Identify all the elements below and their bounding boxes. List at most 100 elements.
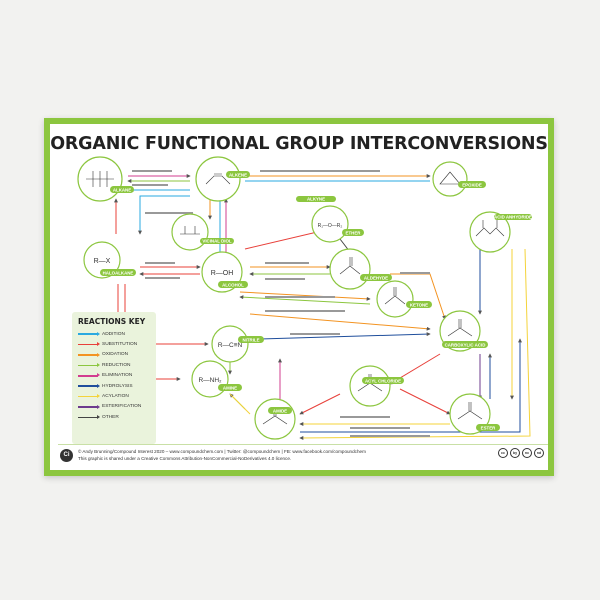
- node-labels: ALKANE ALKENE EPOXIDE VICINAL DIOL HALOA…: [100, 171, 532, 431]
- interconversion-diagram: R—X R—OH R—C≡N R—NH₂ R₁—O—R₂ ALKANE ALKE…: [77, 156, 532, 440]
- epoxide-label: EPOXIDE: [462, 182, 482, 187]
- aldehyde-pill: [360, 274, 392, 281]
- arrow-alcohol-ketone: [239, 291, 371, 301]
- license-line: This graphic is shared under a Creative …: [78, 456, 292, 461]
- ether-label: ETHER: [346, 230, 362, 235]
- reactions-key-label: ELIMINATION: [102, 373, 133, 379]
- vicinal-diol-node: [171, 213, 209, 251]
- reagent-line: [400, 272, 430, 274]
- arrow-acylchloride-ester: [399, 388, 451, 415]
- acid-skeleton: [447, 319, 473, 337]
- reactions-key-label: HYDROLYSIS: [102, 383, 133, 389]
- reagent-line: [265, 262, 309, 264]
- ether-node: [311, 205, 349, 243]
- reagent-line: [132, 184, 168, 186]
- reagent-line: [145, 277, 180, 279]
- cc-cc-icon: cc: [498, 448, 508, 458]
- reagent-line: [132, 170, 172, 172]
- nitrile-pill: [238, 336, 264, 343]
- arrow-swatch-icon: [78, 415, 100, 419]
- haloalkane-structure: R—X: [94, 258, 111, 265]
- reactions-key: REACTIONS KEY ADDITION SUBSTITUTION OXIDAT…: [72, 312, 156, 444]
- acid-anhydride-pill: [494, 214, 532, 220]
- reactions-key-title: REACTIONS KEY: [78, 317, 146, 326]
- ketone-pill: [406, 301, 432, 308]
- arrow-swatch-icon: [78, 384, 100, 388]
- reactions-key-label: REDUCTION: [102, 362, 131, 368]
- arrow-alcohol-acid: [249, 313, 431, 331]
- aldehyde-skeleton: [339, 257, 361, 275]
- acyl-chloride-label: ACYL CHLORIDE: [365, 378, 401, 383]
- poster: ORGANIC FUNCTIONAL GROUP INTERCONVERSION…: [44, 118, 554, 476]
- reagent-line: [260, 170, 380, 172]
- reactions-key-label: ESTERIFICATION: [102, 404, 142, 410]
- reactions-key-item: SUBSTITUTION: [72, 339, 156, 349]
- arrow-nitrile-acid: [259, 332, 431, 340]
- acid-anhydride-label: ACID ANHYDRIDE: [494, 215, 532, 220]
- vicinal-diol-label: VICINAL DIOL: [202, 239, 232, 244]
- reagent-line: [340, 416, 390, 418]
- poster-title: ORGANIC FUNCTIONAL GROUP INTERCONVERSION…: [50, 134, 548, 154]
- arrow-swatch-icon: [78, 342, 100, 346]
- epoxide-pill: [458, 181, 486, 188]
- reagent-line: [265, 278, 305, 280]
- reactions-key-item: OTHER: [72, 412, 156, 422]
- alkene-skeleton: [205, 173, 231, 185]
- vicinal-diol-pill: [200, 238, 234, 244]
- ketone-label: KETONE: [410, 302, 428, 307]
- arrow-swatch-icon: [78, 373, 100, 377]
- epoxide-skeleton: [439, 171, 461, 185]
- reactions-key-label: ACYLATION: [102, 394, 129, 400]
- reagent-line: [350, 427, 410, 429]
- alkane-skeleton: [86, 171, 114, 187]
- arrow-swatch-icon: [78, 394, 100, 398]
- anhydride-skeleton: [475, 220, 505, 237]
- alkyne-pill: [296, 196, 336, 202]
- acyl-chloride-pill: [362, 377, 404, 384]
- arrow-swatch-icon: [78, 404, 100, 409]
- compound-interest-logo: Ci: [60, 449, 73, 462]
- arrow-swatch-icon: [78, 332, 100, 336]
- arrow-amide-acid: [300, 338, 522, 433]
- acid-anhydride-node: [469, 211, 511, 253]
- nitrile-node: [211, 325, 249, 363]
- ether-structure: R₁—O—R₂: [318, 223, 343, 229]
- footer: Ci © Andy Brunning/Compound Interest 202…: [58, 444, 548, 467]
- alkene-pill: [226, 171, 250, 178]
- reactions-key-item: ACYLATION: [72, 391, 156, 401]
- aldehyde-label: ALDEHYDE: [364, 275, 388, 280]
- reactions-key-item: ELIMINATION: [72, 371, 156, 381]
- reagent-line: [265, 296, 335, 298]
- reagent-line: [350, 435, 430, 437]
- nitrile-structure: R—C≡N: [218, 342, 243, 349]
- reactions-key-item: OXIDATION: [72, 350, 156, 360]
- arrow-anhydride-amide: [299, 248, 531, 440]
- reactions-key-list: ADDITION SUBSTITUTION OXIDATION REDUCTION EL…: [72, 329, 156, 423]
- acyl-chloride-node: [349, 365, 391, 407]
- nitrile-label: NITRILE: [242, 337, 259, 342]
- arrow-amine-amide: [229, 393, 251, 415]
- arrow-ketone-alcohol: [239, 295, 371, 305]
- amine-label: AMINE: [223, 385, 237, 390]
- amide-pill: [268, 407, 292, 414]
- ketone-node: [376, 280, 414, 318]
- diol-skeleton: [180, 226, 200, 235]
- haloalkane-pill: [100, 269, 136, 276]
- arrow-swatch-icon: [78, 363, 100, 367]
- carboxylic-acid-pill: [442, 341, 488, 348]
- haloalkane-label: HALOALKANE: [103, 270, 134, 275]
- reactions-key-label: OTHER: [102, 414, 119, 420]
- reagent-annotations: [132, 170, 430, 437]
- cc-nd-icon: nd: [534, 448, 544, 458]
- alkane-label: ALKANE: [113, 187, 131, 192]
- reactions-key-label: OXIDATION: [102, 352, 129, 358]
- alcohol-structure: R—OH: [211, 270, 234, 277]
- reactions-key-item: ADDITION: [72, 329, 156, 339]
- arrow-swatch-icon: [78, 352, 100, 357]
- alcohol-label: ALCOHOL: [222, 282, 244, 287]
- reagent-line: [290, 333, 340, 335]
- reactions-key-label: SUBSTITUTION: [102, 342, 138, 348]
- ester-pill: [476, 424, 500, 431]
- ester-label: ESTER: [481, 425, 496, 430]
